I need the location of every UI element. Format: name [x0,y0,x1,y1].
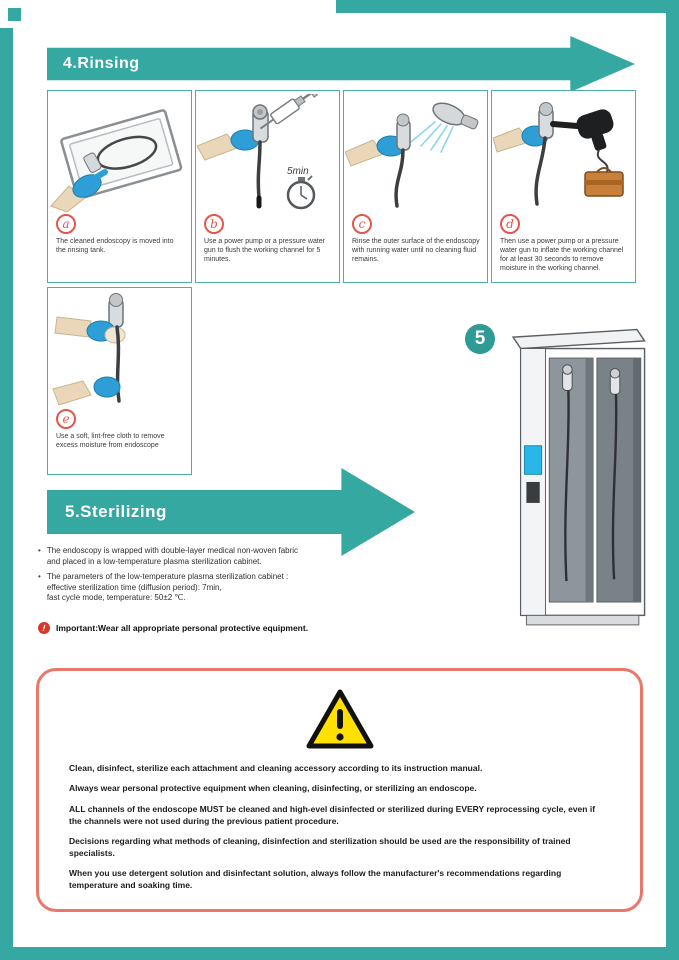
step-letter-e: e [56,409,76,429]
step-letter-b: b [204,214,224,234]
cabinet-number-badge: 5 [465,324,495,354]
hanging-endoscope-icon [562,364,573,582]
shower-head-icon [432,102,479,130]
sterilization-cabinet-illustration [494,322,656,640]
frame-top-bar [336,0,679,13]
rinsing-arrow-banner: 4.Rinsing [47,36,635,92]
step-caption-d: Then use a power pump or a pressure wate… [500,238,624,273]
syringe-icon [259,94,319,130]
rinsing-tank-illustration [50,109,183,212]
wipe-cloth-illustration [52,293,126,406]
rinsing-section-title: 4.Rinsing [63,55,140,72]
step-panel-c: c Rinse the outer surface of the endosco… [343,90,488,283]
step-letter-c: c [352,214,372,234]
step-caption-e: Use a soft, lint-free cloth to remove ex… [56,433,165,450]
rinse-surface-illustration [345,102,479,208]
warning-item-2: Always wear personal protective equipmen… [69,783,477,794]
warning-triangle-icon [306,689,373,749]
step-letter-a: a [56,214,76,234]
frame-right-bar [666,0,679,960]
step-caption-b: Use a power pump or a pressure water gun… [204,238,325,264]
sterilizing-bullet-list: • The endoscopy is wrapped with double-l… [38,546,468,609]
frame-left-bar [0,28,13,960]
warning-item-5: When you use detergent solution and disi… [69,868,562,891]
step-panel-e: e Use a soft, lint-free cloth to remove … [47,287,192,475]
sterilizing-bullet-1: The endoscopy is wrapped with double-lay… [46,546,299,566]
step-panel-b: 5min b Use a power pump or a pressure wa… [195,90,340,283]
pump-case-icon [584,167,624,197]
cloth-icon [104,326,126,344]
cabinet-control-panel [524,445,543,475]
step-caption-a: The cleaned endoscopy is moved into the … [56,238,174,255]
inflate-channel-illustration [493,102,624,206]
warning-item-3: ALL channels of the endoscope MUST be cl… [69,803,596,826]
important-text: Important:Wear all appropriate personal … [56,623,309,633]
power-pump-icon [550,109,614,151]
hanging-endoscope-icon [609,368,621,580]
warning-item-1: Clean, disinfect, sterilize each attachm… [69,763,483,773]
sterilizing-section-title: 5.Sterilizing [65,502,167,521]
glove-icon [93,376,121,398]
step-panel-a: a The cleaned endoscopy is moved into th… [47,90,192,283]
sterilizing-arrow-banner: 5.Sterilizing [47,468,415,556]
svg-text:5min: 5min [287,166,309,177]
flush-channel-illustration: 5min [197,94,319,210]
bullet-dot-icon: • [38,546,41,555]
list-item: • The endoscopy is wrapped with double-l… [38,546,468,567]
warning-item-4: Decisions regarding what methods of clea… [69,836,571,858]
step-caption-c: Rinse the outer surface of the endoscopy… [352,238,480,264]
list-item: • The parameters of the low-temperature … [38,572,468,604]
stopwatch-icon: 5min [286,166,316,210]
cabinet-icon [511,328,646,626]
important-note: ! Important:Wear all appropriate persona… [36,620,309,636]
important-exclamation-icon: ! [36,620,52,636]
sterilizing-bullet-2: The parameters of the low-temperature pl… [46,572,289,603]
water-spray-icon [410,121,454,153]
frame-corner-square [8,8,21,21]
step-letter-d: d [500,214,520,234]
step-panel-d: d Then use a power pump or a pressure wa… [491,90,636,283]
warning-box: Clean, disinfect, sterilize each attachm… [36,668,643,912]
warning-text-list: Clean, disinfect, sterilize each attachm… [39,763,640,892]
frame-bottom-bar [0,947,679,960]
bullet-dot-icon: • [38,572,41,582]
